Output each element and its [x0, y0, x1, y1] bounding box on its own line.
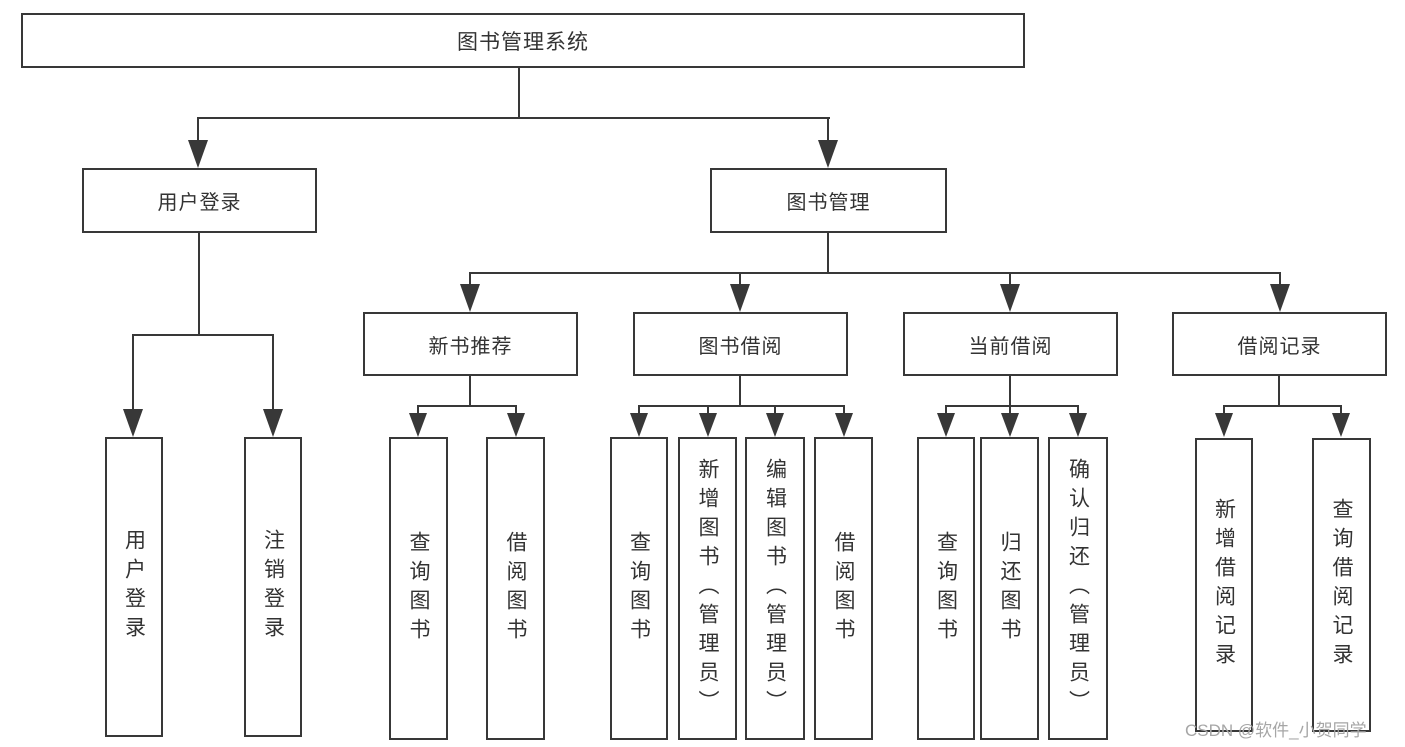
- node-borrow-records-label: 借阅记录: [1237, 335, 1322, 358]
- node-bb-query-label: 查询图书: [627, 530, 651, 647]
- arrowhead-to-cb-query: [937, 413, 955, 437]
- connector-root-rail: [197, 117, 830, 119]
- node-cb-query: 查询图书: [917, 437, 975, 740]
- connector-borrow-records-rail: [1223, 405, 1341, 407]
- arrowhead-to-book-mgmt: [818, 140, 838, 168]
- node-book-mgmt-label: 图书管理: [786, 192, 871, 214]
- node-bb-add-label: 新增图书（管理员）: [696, 458, 719, 719]
- arrowhead-to-cb-return: [1001, 413, 1019, 437]
- connector-current-borrow-stem: [1009, 376, 1011, 406]
- connector-user-login-rail: [132, 334, 274, 336]
- csdn-watermark: CSDN @软件_小贺同学: [1185, 721, 1367, 740]
- connector-drop-new-book-rec: [469, 272, 471, 288]
- node-logout-leaf: 注销登录: [244, 437, 302, 737]
- node-bb-edit: 编辑图书（管理员）: [745, 437, 805, 740]
- arrowhead-to-nb-query: [409, 413, 427, 437]
- node-logout-leaf-label: 注销登录: [261, 529, 285, 645]
- connector-drop-bb-add: [707, 405, 709, 417]
- arrowhead-to-cb-confirm: [1069, 413, 1087, 437]
- connector-drop-book-borrow: [739, 272, 741, 288]
- arrowhead-to-current-borrow: [1000, 284, 1020, 312]
- node-bb-edit-label: 编辑图书（管理员）: [763, 458, 787, 719]
- connector-drop-br-add: [1223, 405, 1225, 417]
- connector-new-book-rec-rail: [417, 405, 517, 407]
- arrowhead-to-user-login: [188, 140, 208, 168]
- arrowhead-to-user-login-leaf: [123, 409, 143, 437]
- node-user-login-leaf-label: 用户登录: [122, 529, 146, 645]
- connector-book-mgmt-rail: [469, 272, 1281, 274]
- arrowhead-to-nb-borrow: [507, 413, 525, 437]
- connector-root-drop-right: [827, 117, 829, 144]
- connector-drop-cb-return: [1009, 405, 1011, 417]
- node-new-book-rec-label: 新书推荐: [428, 335, 513, 358]
- node-cb-return-label: 归还图书: [998, 530, 1021, 647]
- node-user-login-label: 用户登录: [157, 192, 242, 214]
- arrowhead-to-br-query: [1332, 413, 1350, 437]
- connector-root-stem: [518, 68, 520, 119]
- node-book-mgmt: 图书管理: [710, 168, 947, 233]
- connector-user-login-stem: [198, 233, 200, 335]
- node-bb-add: 新增图书（管理员）: [678, 437, 737, 740]
- connector-drop-bb-edit: [774, 405, 776, 417]
- connector-drop-br-query: [1340, 405, 1342, 417]
- connector-drop-nb-query: [417, 405, 419, 417]
- node-cb-query-label: 查询图书: [934, 530, 958, 647]
- node-nb-borrow: 借阅图书: [486, 437, 545, 740]
- node-cb-confirm-label: 确认归还（管理员）: [1066, 458, 1090, 719]
- node-book-borrow-label: 图书借阅: [698, 335, 783, 358]
- node-user-login-leaf: 用户登录: [105, 437, 163, 737]
- connector-drop-nb-borrow: [515, 405, 517, 417]
- node-bb-borrow: 借阅图书: [814, 437, 873, 740]
- connector-book-borrow-rail: [638, 405, 844, 407]
- arrowhead-to-new-book-rec: [460, 284, 480, 312]
- connector-drop-logout: [272, 334, 274, 412]
- connector-book-borrow-stem: [739, 376, 741, 406]
- arrowhead-to-logout: [263, 409, 283, 437]
- node-bb-borrow-label: 借阅图书: [832, 530, 855, 647]
- connector-root-drop-left: [197, 117, 199, 144]
- arrowhead-to-bb-query: [630, 413, 648, 437]
- node-br-query-label: 查询借阅记录: [1330, 498, 1353, 672]
- node-current-borrow-label: 当前借阅: [968, 335, 1053, 358]
- node-book-borrow: 图书借阅: [633, 312, 848, 376]
- node-cb-confirm: 确认归还（管理员）: [1048, 437, 1108, 740]
- node-new-book-rec: 新书推荐: [363, 312, 578, 376]
- node-br-add-label: 新增借阅记录: [1212, 498, 1236, 672]
- connector-drop-cb-query: [945, 405, 947, 417]
- node-root: 图书管理系统: [21, 13, 1025, 68]
- connector-new-book-rec-stem: [469, 376, 471, 406]
- node-current-borrow: 当前借阅: [903, 312, 1118, 376]
- connector-drop-bb-query: [638, 405, 640, 417]
- node-nb-borrow-label: 借阅图书: [504, 530, 527, 647]
- connector-drop-current-borrow: [1009, 272, 1011, 288]
- arrowhead-to-bb-add: [699, 413, 717, 437]
- node-user-login: 用户登录: [82, 168, 317, 233]
- connector-drop-cb-confirm: [1077, 405, 1079, 417]
- node-root-label: 图书管理系统: [457, 30, 589, 54]
- node-borrow-records: 借阅记录: [1172, 312, 1387, 376]
- arrowhead-to-book-borrow: [730, 284, 750, 312]
- connector-drop-user-login-leaf: [132, 334, 134, 412]
- arrowhead-to-br-add: [1215, 413, 1233, 437]
- arrowhead-to-bb-borrow: [835, 413, 853, 437]
- connector-drop-bb-borrow: [843, 405, 845, 417]
- connector-current-borrow-rail: [945, 405, 1078, 407]
- connector-drop-borrow-records: [1279, 272, 1281, 288]
- node-cb-return: 归还图书: [980, 437, 1039, 740]
- node-nb-query-label: 查询图书: [407, 530, 430, 647]
- node-br-query: 查询借阅记录: [1312, 438, 1371, 732]
- arrowhead-to-borrow-records: [1270, 284, 1290, 312]
- connector-book-mgmt-stem: [827, 233, 829, 274]
- node-bb-query: 查询图书: [610, 437, 668, 740]
- node-nb-query: 查询图书: [389, 437, 448, 740]
- arrowhead-to-bb-edit: [766, 413, 784, 437]
- connector-borrow-records-stem: [1278, 376, 1280, 406]
- node-br-add: 新增借阅记录: [1195, 438, 1253, 732]
